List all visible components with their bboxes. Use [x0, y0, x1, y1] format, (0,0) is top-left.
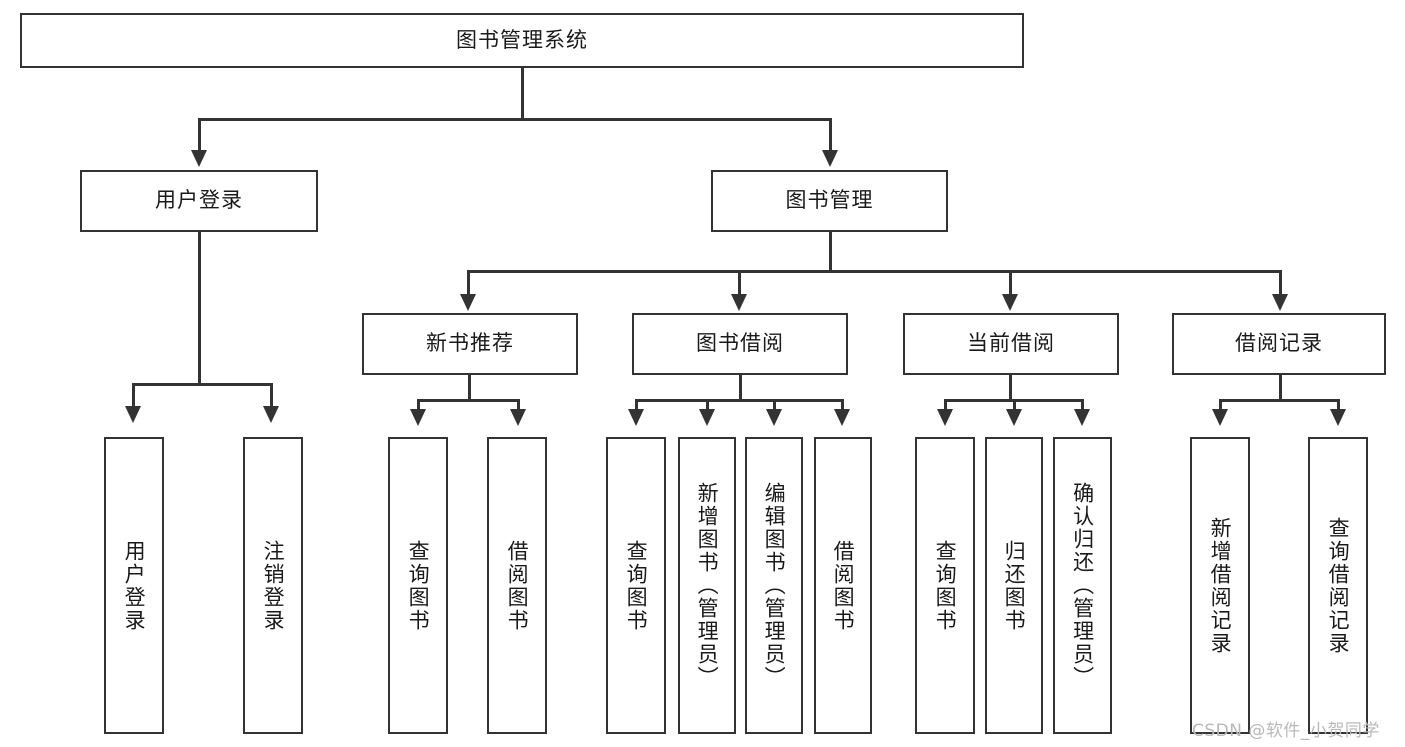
node-label: 图书借阅 [696, 331, 784, 356]
connector-root-drop-right [829, 118, 832, 153]
connector-root-drop-left [198, 118, 201, 153]
node-label: 新增图书（管理员） [695, 482, 720, 689]
connector-root-bus [198, 118, 831, 121]
arrowhead-book-management [822, 150, 838, 167]
connector-recommend-drop-1 [417, 399, 420, 411]
connector-borrow-drop-4 [841, 399, 844, 411]
leaf-recommend-borrow-book[interactable]: 借阅图书 [487, 437, 547, 734]
connector-book-management-bus [467, 270, 1281, 273]
connector-borrow-bus [635, 399, 843, 402]
arrowhead-user-login [191, 150, 207, 167]
node-book-borrow[interactable]: 图书借阅 [632, 313, 848, 375]
arrowhead-return-book [1006, 409, 1022, 426]
connector-bm-drop-4 [1279, 270, 1282, 296]
arrowhead-query-borrow-record [1330, 409, 1346, 426]
arrowhead-borrow-book [834, 409, 850, 426]
leaf-current-query-book[interactable]: 查询图书 [915, 437, 975, 734]
node-label: 查询图书 [624, 539, 649, 632]
arrowhead-add-book-admin [699, 409, 715, 426]
arrowhead-leaf-user-logout [263, 406, 279, 423]
connector-record-drop-2 [1337, 399, 1340, 411]
node-label: 当前借阅 [967, 331, 1055, 356]
node-label: 用户登录 [155, 188, 243, 213]
connector-current-drop-3 [1081, 399, 1084, 411]
leaf-edit-book-admin[interactable]: 编辑图书（管理员） [745, 437, 803, 734]
node-root[interactable]: 图书管理系统 [20, 13, 1024, 68]
node-label: 编辑图书（管理员） [762, 482, 787, 689]
connector-recommend-stem [468, 375, 471, 401]
leaf-recommend-query-book[interactable]: 查询图书 [388, 437, 448, 734]
connector-borrow-stem [739, 375, 742, 401]
leaf-return-book[interactable]: 归还图书 [985, 437, 1043, 734]
node-label: 查询图书 [933, 539, 958, 632]
node-label: 查询图书 [406, 539, 431, 632]
node-current-borrow[interactable]: 当前借阅 [903, 313, 1119, 375]
leaf-query-borrow-record[interactable]: 查询借阅记录 [1308, 437, 1368, 734]
arrowhead-borrow-record [1272, 294, 1288, 311]
connector-bm-drop-2 [738, 270, 741, 296]
leaf-add-borrow-record[interactable]: 新增借阅记录 [1190, 437, 1250, 734]
connector-user-login-bus [132, 383, 270, 386]
node-label: 新增借阅记录 [1208, 516, 1233, 655]
arrowhead-add-borrow-record [1212, 409, 1228, 426]
node-book-management[interactable]: 图书管理 [711, 170, 948, 232]
connector-current-drop-2 [1013, 399, 1016, 411]
connector-bm-drop-1 [467, 270, 470, 296]
arrowhead-leaf-user-login [125, 406, 141, 423]
arrowhead-edit-book-admin [766, 409, 782, 426]
node-borrow-record[interactable]: 借阅记录 [1172, 313, 1386, 375]
node-user-login[interactable]: 用户登录 [80, 170, 318, 232]
connector-user-login-drop-1 [132, 383, 135, 408]
arrowhead-borrow-query-book [628, 409, 644, 426]
arrowhead-new-book-recommend [460, 294, 476, 311]
node-label: 查询借阅记录 [1326, 516, 1351, 655]
node-label: 图书管理系统 [456, 27, 588, 52]
node-label: 归还图书 [1002, 539, 1027, 632]
arrowhead-current-borrow [1002, 294, 1018, 311]
leaf-confirm-return-admin[interactable]: 确认归还（管理员） [1053, 437, 1112, 734]
connector-record-stem [1279, 375, 1282, 401]
node-label: 借阅图书 [505, 539, 530, 632]
connector-recommend-drop-2 [517, 399, 520, 411]
leaf-borrow-query-book[interactable]: 查询图书 [606, 437, 666, 734]
connector-borrow-drop-2 [706, 399, 709, 411]
arrowhead-current-query-book [937, 409, 953, 426]
node-new-book-recommend[interactable]: 新书推荐 [362, 313, 578, 375]
node-label: 用户登录 [122, 539, 147, 632]
connector-recommend-bus [417, 399, 520, 402]
connector-user-login-stem [198, 232, 201, 385]
node-label: 图书管理 [785, 188, 874, 213]
connector-record-drop-1 [1219, 399, 1222, 411]
connector-root-stem [521, 68, 524, 120]
leaf-user-login[interactable]: 用户登录 [104, 437, 164, 734]
connector-current-stem [1009, 375, 1012, 401]
arrowhead-recommend-borrow-book [510, 409, 526, 426]
node-label: 新书推荐 [426, 331, 514, 356]
connector-bm-drop-3 [1009, 270, 1012, 296]
node-label: 借阅图书 [831, 539, 856, 632]
connector-record-bus [1219, 399, 1339, 402]
node-label: 注销登录 [261, 539, 286, 632]
leaf-add-book-admin[interactable]: 新增图书（管理员） [678, 437, 736, 734]
node-label: 借阅记录 [1235, 331, 1323, 356]
leaf-borrow-book[interactable]: 借阅图书 [814, 437, 872, 734]
connector-user-login-drop-2 [270, 383, 273, 408]
connector-borrow-drop-1 [635, 399, 638, 411]
connector-current-drop-1 [944, 399, 947, 411]
node-label: 确认归还（管理员） [1070, 482, 1095, 689]
connector-book-management-stem [829, 232, 832, 272]
arrowhead-recommend-query-book [410, 409, 426, 426]
arrowhead-book-borrow [731, 294, 747, 311]
arrowhead-confirm-return-admin [1074, 409, 1090, 426]
connector-borrow-drop-3 [773, 399, 776, 411]
leaf-user-logout[interactable]: 注销登录 [243, 437, 303, 734]
